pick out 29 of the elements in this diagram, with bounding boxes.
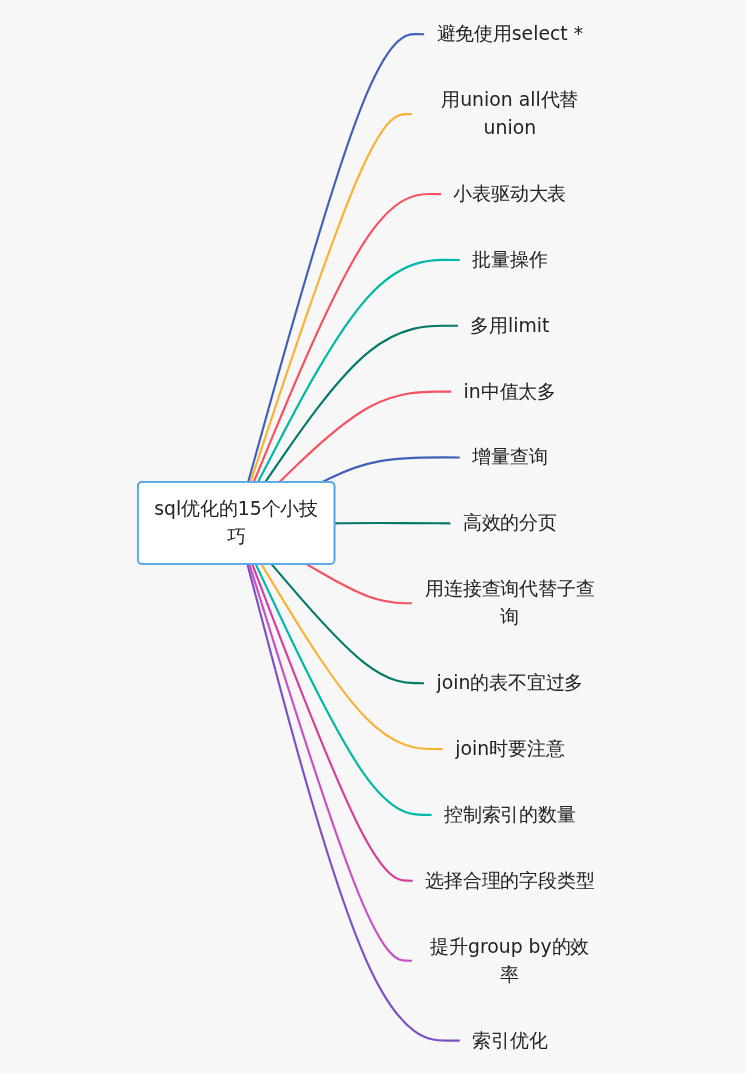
connector	[249, 113, 412, 483]
connector	[251, 563, 413, 882]
connector	[246, 564, 460, 1042]
node-text: 避免使用select *	[436, 23, 584, 45]
node-text: 选择合理的字段类型	[425, 869, 595, 892]
node-text: 多用limit	[470, 314, 550, 337]
connector	[260, 563, 443, 751]
node-text: 用union all代替union	[441, 88, 579, 139]
node-text: join时要注意	[455, 737, 565, 760]
connector	[248, 564, 412, 962]
connector	[321, 456, 460, 484]
node-text: 批量操作	[472, 248, 548, 271]
connector	[247, 33, 425, 483]
node-text: 用连接查询代替子查询	[425, 578, 595, 628]
node-text: 高效的分页	[462, 512, 557, 534]
connector	[334, 521, 451, 525]
connector	[306, 563, 412, 605]
node-text: in中值太多	[463, 380, 557, 402]
connector	[264, 324, 458, 483]
node-text: 控制索引的数量	[443, 803, 576, 826]
connector	[252, 192, 441, 483]
connector	[254, 563, 432, 816]
node-text: 索引优化	[472, 1029, 548, 1051]
connector	[257, 258, 460, 483]
connector	[270, 563, 425, 685]
node-text: 增量查询	[472, 446, 548, 468]
node-text: 小表驱动大表	[453, 182, 567, 205]
node-text: join的表不宜过多	[436, 672, 584, 694]
node-text: 提升group by的效率	[430, 935, 590, 986]
